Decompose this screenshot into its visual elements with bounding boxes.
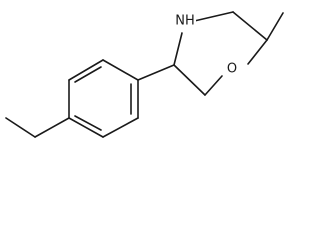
phenyl-ring (68, 59, 139, 138)
ethyl-group (5, 117, 70, 138)
bond-methyl (266, 12, 284, 41)
nh-label-background (174, 12, 196, 30)
bond-c-bottom-c-aryl (173, 64, 206, 96)
phenyl-bond-1 (102, 59, 139, 81)
o-label-background (224, 60, 240, 78)
nitrogen-label: NH (175, 14, 195, 29)
phenyl-bond-5 (102, 117, 139, 138)
phenyl-bond-2 (68, 59, 104, 81)
morpholine-ring (173, 11, 284, 96)
bond-nh-c-top (189, 11, 234, 23)
phenyl-bond-4 (68, 117, 104, 138)
oxygen-label: O (227, 62, 237, 77)
bond-ring-to-phenyl (137, 64, 175, 81)
bond-c-top-c-methyl (232, 11, 268, 41)
bond-c-aryl-nh (173, 32, 183, 66)
phenyl-double-bond-1 (74, 66, 102, 83)
phenyl-double-bond-3 (74, 115, 102, 131)
molecule-structure: NH O (5, 11, 284, 138)
bond-o-c-bottom (204, 75, 223, 96)
bond-c-methyl-o (247, 39, 268, 65)
bond-ethyl-ch2 (34, 117, 70, 138)
bond-ethyl-ch3 (5, 117, 36, 138)
